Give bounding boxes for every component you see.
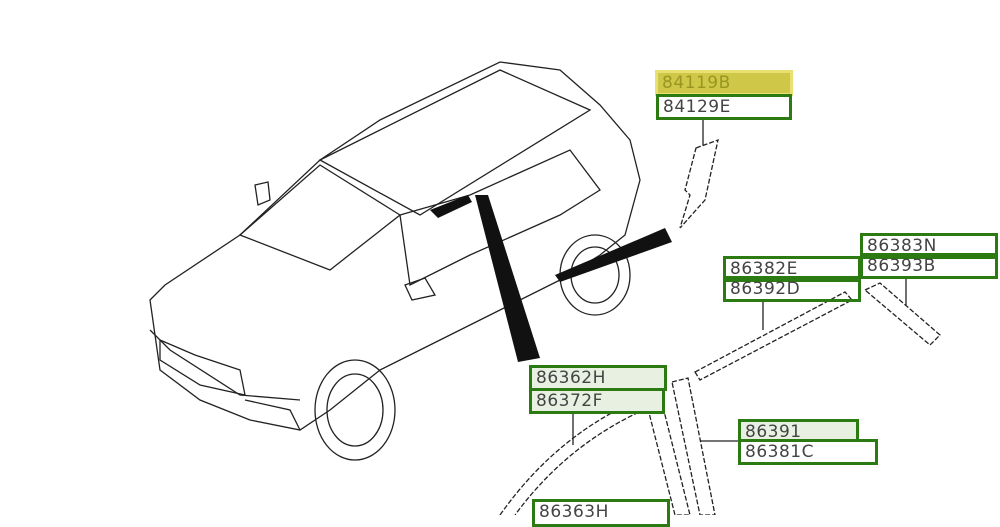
part-label-86381c[interactable]: 86381C bbox=[738, 439, 878, 465]
part-label-86392d[interactable]: 86392D bbox=[723, 276, 861, 302]
part-label-86363h[interactable]: 86363H bbox=[532, 499, 670, 527]
part-label-84129e[interactable]: 84129E bbox=[656, 94, 792, 120]
pointer-wedges bbox=[430, 195, 672, 362]
part-label-86393b[interactable]: 86393B bbox=[860, 253, 998, 279]
leader-lines bbox=[572, 120, 907, 445]
part-label-84119b[interactable]: 84119B bbox=[655, 70, 793, 96]
part-label-86383n[interactable]: 86383N bbox=[860, 233, 998, 259]
part-label-86372f[interactable]: 86372F bbox=[529, 388, 665, 414]
parts-diagram bbox=[149, 61, 941, 515]
part-label-86382e[interactable]: 86382E bbox=[723, 256, 861, 282]
part-label-86362h[interactable]: 86362H bbox=[529, 365, 667, 391]
